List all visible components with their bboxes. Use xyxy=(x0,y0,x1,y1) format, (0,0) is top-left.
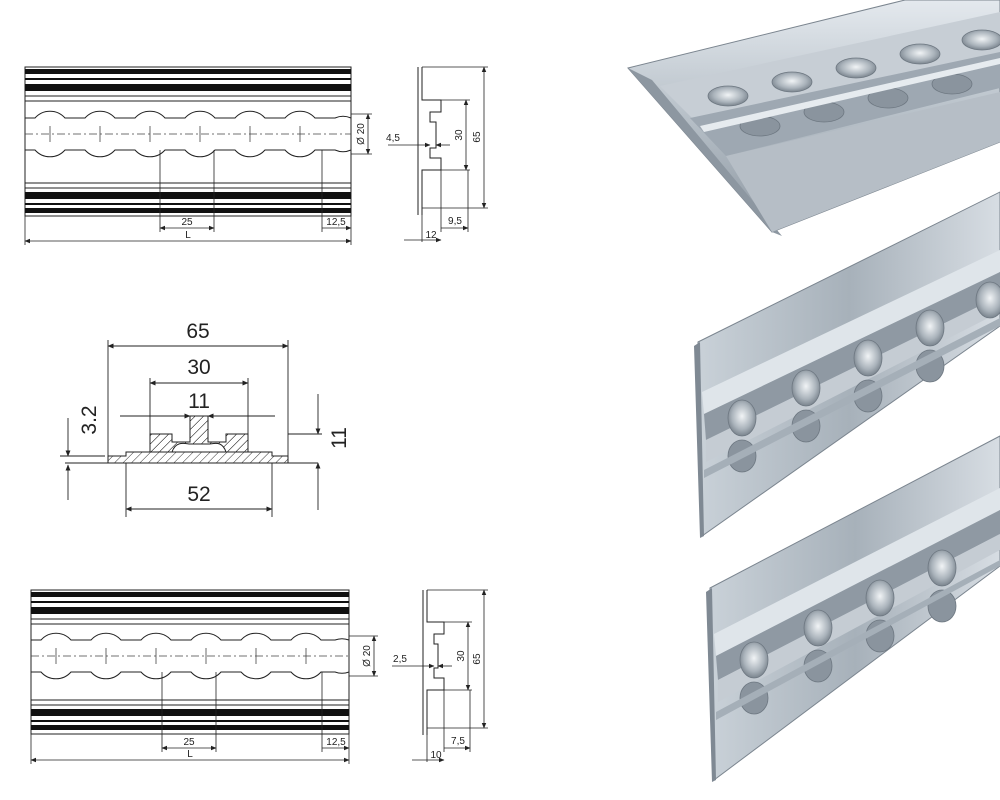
hole-track-outline-b xyxy=(31,632,350,641)
profile-cross-section xyxy=(65,415,318,464)
inner-height-label-a: 30 xyxy=(454,129,465,141)
length-label-a: L xyxy=(185,230,191,241)
rail-render-3 xyxy=(706,435,1000,782)
rail-side-section-a xyxy=(388,66,488,243)
hole-diameter-label-b: Ø 20 xyxy=(362,645,373,667)
pitch-label-b: 25 xyxy=(183,737,195,748)
rail-render-1 xyxy=(627,0,1000,236)
hole-diameter-label-a: Ø 20 xyxy=(356,123,367,145)
dimensions-b xyxy=(30,635,378,764)
length-label-b: L xyxy=(187,749,193,760)
profile-dimensions xyxy=(60,340,322,517)
slot-width-label-b: 2,5 xyxy=(393,654,407,665)
profile-thickness-label: 3.2 xyxy=(78,405,101,434)
dimensions-a xyxy=(24,113,372,245)
rail-top-view-b xyxy=(30,589,350,735)
total-height-label-b: 65 xyxy=(472,653,483,665)
end-offset-label-a: 12,5 xyxy=(326,217,346,228)
profile-height-label: 11 xyxy=(328,427,351,449)
inner-height-label-b: 30 xyxy=(456,650,467,662)
slot-width-label-a: 4,5 xyxy=(386,133,400,144)
overall-width-label-a: 12 xyxy=(425,230,437,241)
total-height-label-a: 65 xyxy=(472,131,483,143)
end-offset-label-b: 12,5 xyxy=(326,737,346,748)
profile-slot-width-label: 11 xyxy=(188,390,210,413)
profile-total-width-label: 65 xyxy=(186,320,209,343)
rail-top-view-a xyxy=(24,66,352,217)
profile-mid-width-label: 30 xyxy=(187,356,210,379)
pitch-label-a: 25 xyxy=(181,217,193,228)
rail-side-section-b xyxy=(392,589,488,763)
hole-track-outline-a xyxy=(25,110,352,119)
bottom-width-label-b: 7,5 xyxy=(451,736,465,747)
rail-render-2 xyxy=(694,191,1000,538)
overall-width-label-b: 10 xyxy=(430,750,442,761)
profile-base-width-label: 52 xyxy=(187,483,210,506)
bottom-width-label-a: 9,5 xyxy=(448,216,462,227)
